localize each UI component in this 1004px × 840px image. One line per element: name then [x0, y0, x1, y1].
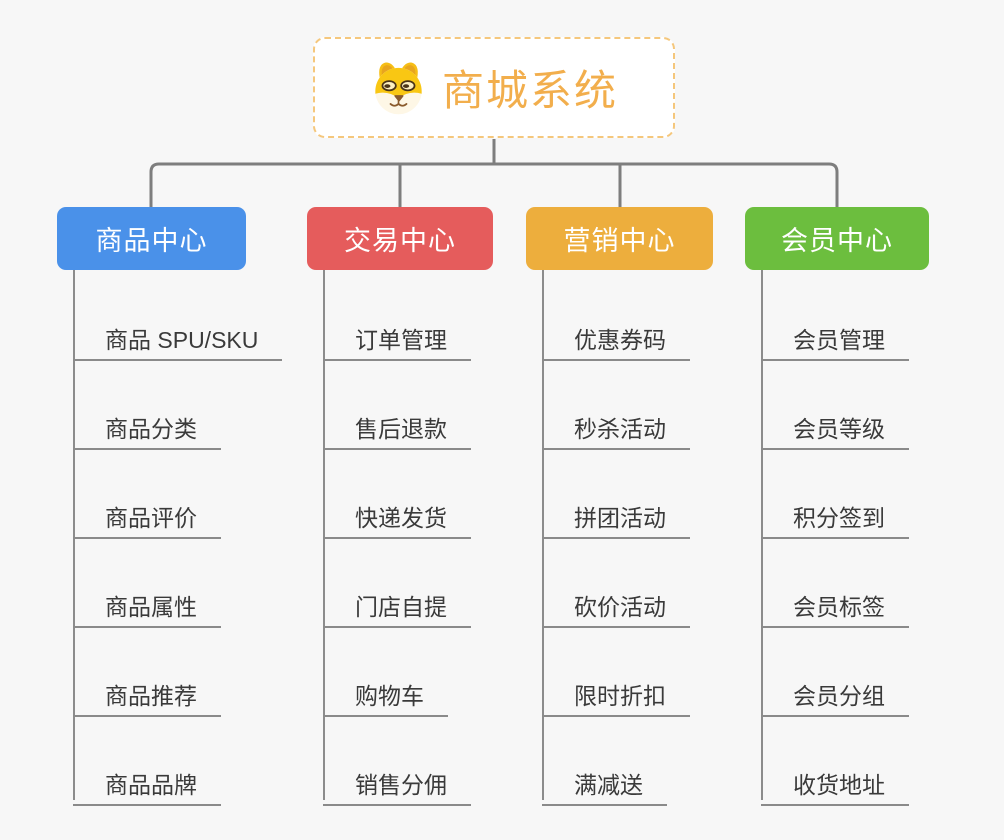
sub-item[interactable]: 会员分组: [761, 667, 909, 717]
column-marketing-center: 优惠券码 秒杀活动 拼团活动 砍价活动 限时折扣 满减送: [542, 270, 690, 806]
sub-item[interactable]: 购物车: [323, 667, 448, 717]
sub-item[interactable]: 销售分佣: [323, 756, 471, 806]
column-product-center: 商品 SPU/SKU 商品分类 商品评价 商品属性 商品推荐 商品品牌: [73, 270, 283, 806]
sub-item[interactable]: 限时折扣: [542, 667, 690, 717]
branch-box-marketing-center[interactable]: 营销中心: [526, 207, 713, 270]
sub-item[interactable]: 秒杀活动: [542, 400, 690, 450]
sub-item[interactable]: 会员管理: [761, 311, 909, 361]
sub-item[interactable]: 拼团活动: [542, 489, 690, 539]
sub-item[interactable]: 积分签到: [761, 489, 909, 539]
dog-face-icon: [375, 62, 422, 115]
branch-box-product-center[interactable]: 商品中心: [57, 207, 246, 270]
sub-item[interactable]: 商品 SPU/SKU: [73, 311, 283, 361]
sub-item[interactable]: 售后退款: [323, 400, 471, 450]
sub-item[interactable]: 会员标签: [761, 578, 909, 628]
sub-item[interactable]: 会员等级: [761, 400, 909, 450]
root-title: 商城系统: [441, 67, 618, 114]
sub-item[interactable]: 满减送: [542, 756, 667, 806]
branch-label: 商品中心: [95, 226, 208, 256]
sub-item[interactable]: 商品分类: [73, 400, 221, 450]
sub-item[interactable]: 商品属性: [73, 578, 221, 628]
branch-label: 会员中心: [781, 226, 893, 256]
sub-item[interactable]: 商品品牌: [73, 756, 221, 806]
sub-item[interactable]: 快递发货: [323, 489, 471, 539]
sub-item[interactable]: 优惠券码: [542, 311, 690, 361]
sub-item[interactable]: 商品推荐: [73, 667, 221, 717]
branch-box-member-center[interactable]: 会员中心: [745, 207, 929, 270]
sub-item[interactable]: 收货地址: [761, 756, 909, 806]
branch-label: 交易中心: [344, 226, 456, 256]
branch-box-trade-center[interactable]: 交易中心: [307, 207, 493, 270]
sub-item[interactable]: 订单管理: [323, 311, 471, 361]
sub-item[interactable]: 商品评价: [73, 489, 221, 539]
branch-label: 营销中心: [563, 226, 676, 256]
sub-item[interactable]: 门店自提: [323, 578, 471, 628]
root-node[interactable]: 商城系统: [313, 37, 675, 138]
column-trade-center: 订单管理 售后退款 快递发货 门店自提 购物车 销售分佣: [323, 270, 471, 806]
column-member-center: 会员管理 会员等级 积分签到 会员标签 会员分组 收货地址: [761, 270, 909, 806]
sub-item[interactable]: 砍价活动: [542, 578, 690, 628]
